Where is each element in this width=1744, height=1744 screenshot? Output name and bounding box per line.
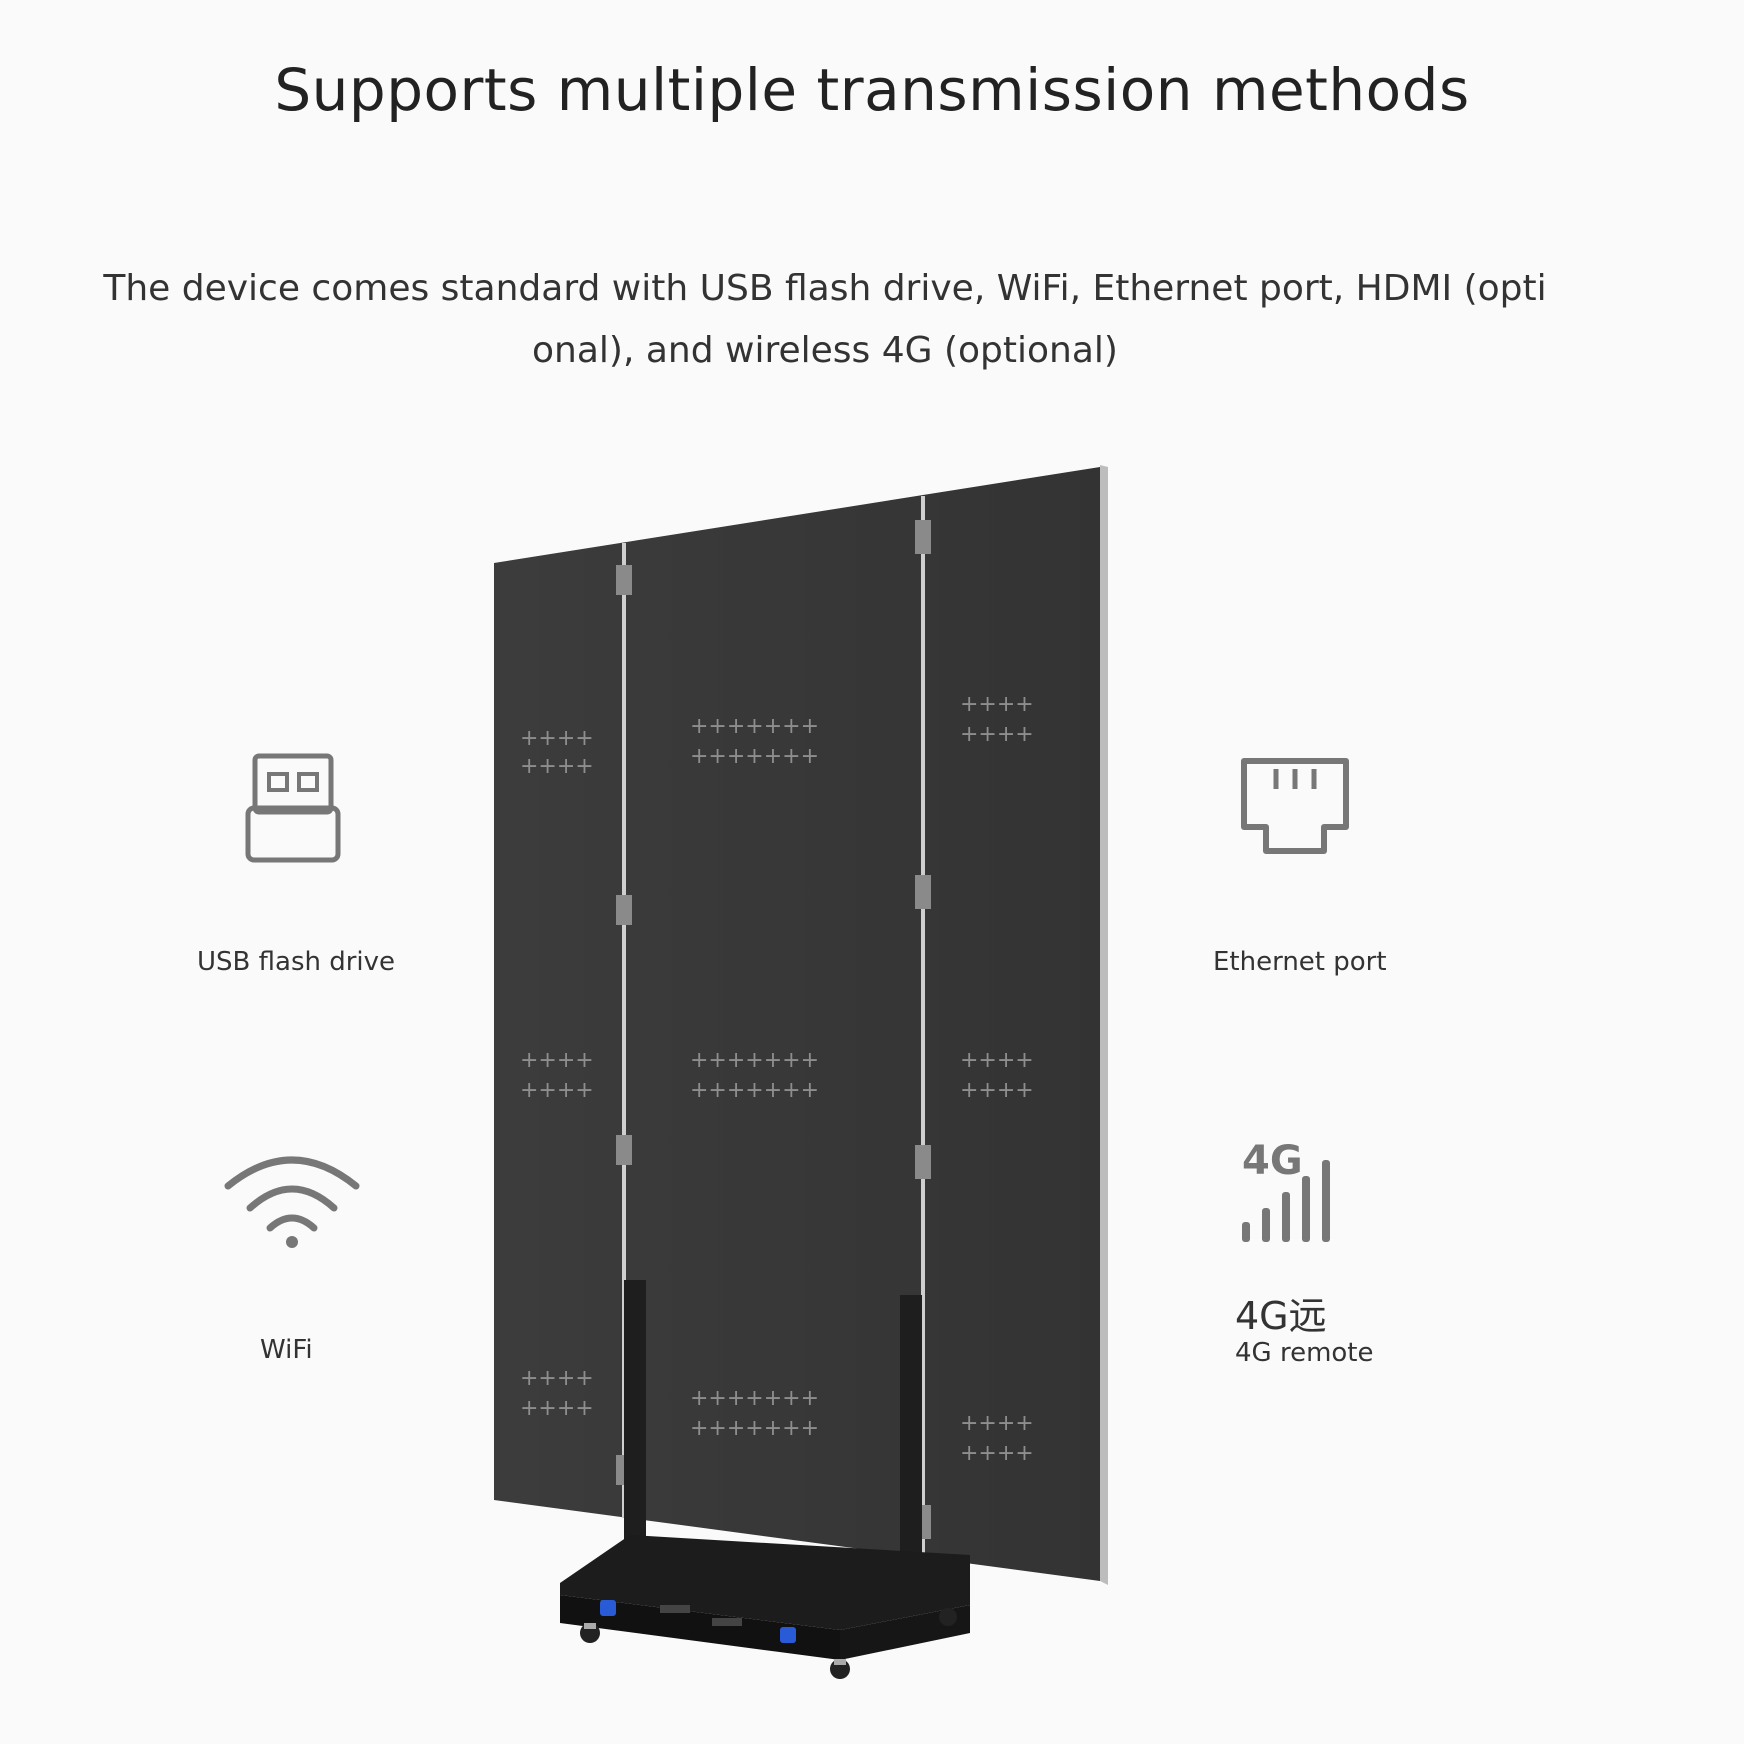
svg-text:++++: ++++ bbox=[960, 1078, 1034, 1103]
ethernet-label: Ethernet port bbox=[1213, 947, 1387, 977]
svg-text:++++: ++++ bbox=[520, 754, 594, 779]
svg-text:++++: ++++ bbox=[520, 1078, 594, 1103]
led-poster-device: ++++++++ ++++++++++++++ ++++++++ +++++++… bbox=[494, 465, 1108, 1679]
svg-text:++++: ++++ bbox=[960, 1441, 1034, 1466]
svg-text:++++: ++++ bbox=[960, 1048, 1034, 1073]
ethernet-icon bbox=[1241, 758, 1349, 854]
usb-label: USB flash drive bbox=[197, 947, 396, 977]
g4-label: 4G远 bbox=[1235, 1294, 1327, 1338]
wifi-icon bbox=[224, 1156, 360, 1248]
g4-feature: 4G bbox=[1238, 1138, 1348, 1244]
svg-text:++++: ++++ bbox=[520, 726, 594, 751]
svg-text:+++++++: +++++++ bbox=[690, 1048, 819, 1073]
svg-text:+++++++: +++++++ bbox=[690, 1078, 819, 1103]
svg-text:+++++++: +++++++ bbox=[690, 744, 819, 769]
svg-text:++++: ++++ bbox=[960, 1411, 1034, 1436]
signal-4g-text: 4G bbox=[1242, 1138, 1303, 1184]
description: The device comes standard with USB flash… bbox=[95, 258, 1555, 382]
mount-markers: ++++++++ ++++++++++++++ ++++++++ +++++++… bbox=[520, 692, 1034, 1466]
wifi-feature bbox=[222, 1150, 362, 1250]
wifi-label: WiFi bbox=[260, 1335, 313, 1365]
svg-text:+++++++: +++++++ bbox=[690, 1386, 819, 1411]
svg-text:+++++++: +++++++ bbox=[690, 1416, 819, 1441]
svg-text:++++: ++++ bbox=[520, 1048, 594, 1073]
signal-4g-icon: 4G bbox=[1242, 1138, 1330, 1242]
page-title: Supports multiple transmission methods bbox=[274, 56, 1470, 124]
signal-port bbox=[780, 1627, 796, 1643]
g4-sublabel: 4G remote bbox=[1235, 1338, 1374, 1368]
description-line-2: onal), and wireless 4G (optional) bbox=[532, 330, 1118, 371]
svg-text:++++: ++++ bbox=[520, 1366, 594, 1391]
usb-icon bbox=[245, 753, 341, 863]
ethernet-feature bbox=[1240, 757, 1350, 857]
power-port bbox=[600, 1600, 616, 1616]
usb-feature bbox=[245, 752, 341, 864]
svg-text:++++: ++++ bbox=[960, 692, 1034, 717]
svg-text:++++: ++++ bbox=[520, 1396, 594, 1421]
description-line-1: The device comes standard with USB flash… bbox=[103, 268, 1547, 309]
svg-text:++++: ++++ bbox=[960, 722, 1034, 747]
svg-text:+++++++: +++++++ bbox=[690, 714, 819, 739]
